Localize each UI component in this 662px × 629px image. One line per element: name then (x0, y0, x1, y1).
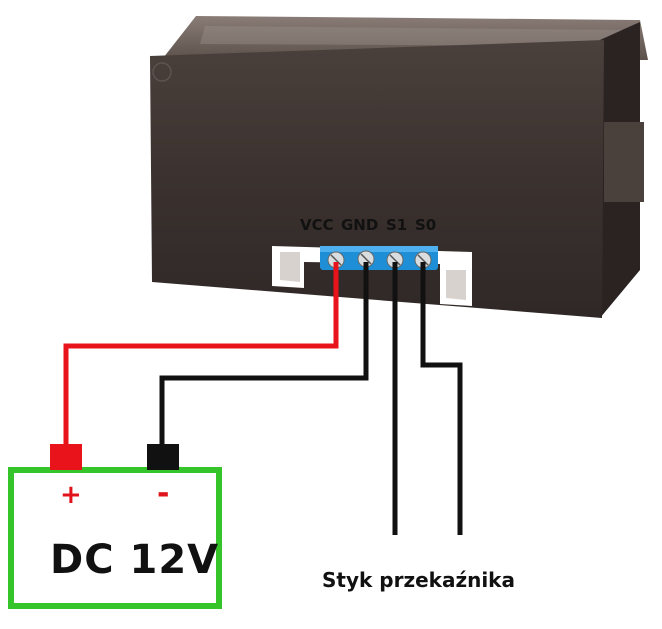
gnd-wire (159, 262, 369, 450)
terminal-block (320, 246, 438, 270)
s0-wire (420, 262, 463, 535)
pin-label-s0: S0 (415, 216, 437, 234)
psu-positive-terminal (50, 444, 82, 470)
relay-contact-label: Styk przekaźnika (322, 568, 515, 592)
psu-negative-terminal (147, 444, 179, 470)
psu-minus-symbol: - (157, 476, 170, 511)
power-supply-box (8, 467, 222, 609)
pin-label-gnd: GND (341, 216, 379, 234)
pin-label-vcc: VCC (300, 216, 334, 234)
pin-label-s1: S1 (386, 216, 408, 234)
module-housing (150, 16, 648, 318)
vcc-wire (63, 262, 339, 450)
psu-plus-symbol: + (60, 480, 82, 510)
psu-voltage-label: DC 12V (50, 537, 220, 583)
